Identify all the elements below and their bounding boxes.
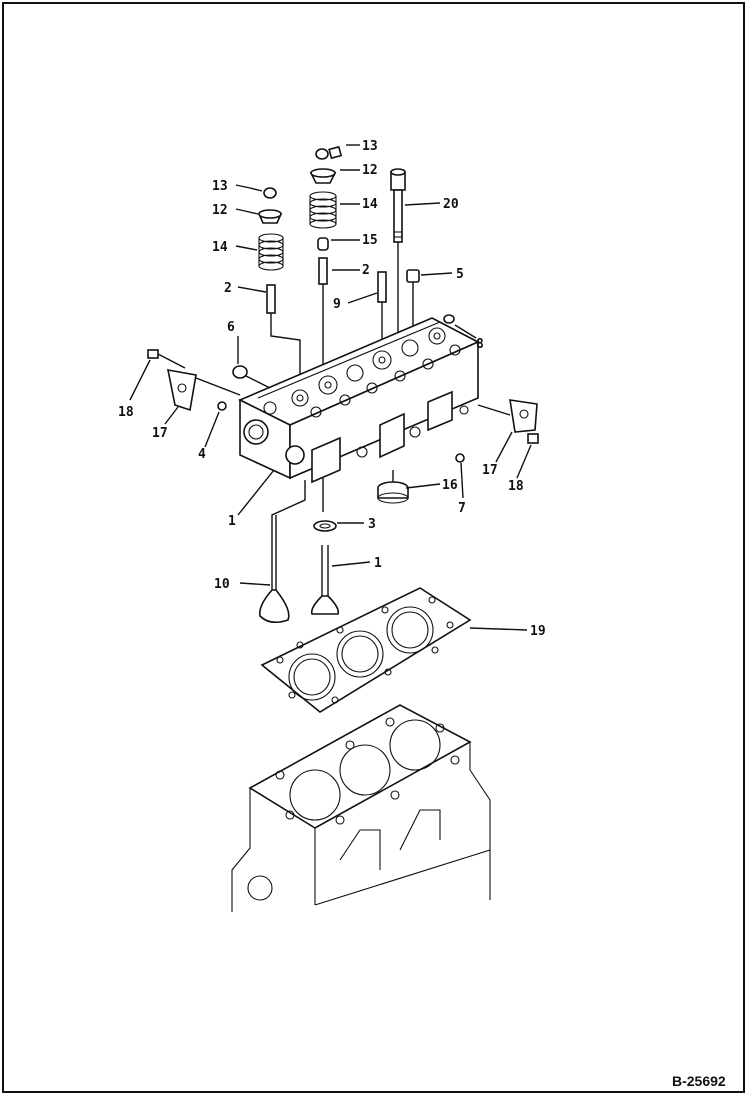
callout-20: 20 bbox=[443, 197, 459, 212]
figure-number: B-25692 bbox=[672, 1073, 726, 1089]
callout-19: 19 bbox=[530, 624, 546, 639]
callout-12: 12 bbox=[212, 203, 228, 218]
thermostat-cap bbox=[377, 470, 409, 504]
callout-1: 1 bbox=[228, 514, 236, 529]
cylinder-head bbox=[238, 317, 480, 512]
valve-stem-seal bbox=[317, 237, 329, 251]
callout-6: 6 bbox=[227, 320, 235, 335]
callout-10: 10 bbox=[214, 577, 230, 592]
callout-1: 1 bbox=[374, 556, 382, 571]
spring-retainer-right bbox=[309, 168, 337, 184]
callout-16: 16 bbox=[442, 478, 458, 493]
dowel-washer bbox=[217, 401, 227, 411]
spring-retainer-left bbox=[257, 209, 283, 224]
callout-14: 14 bbox=[212, 240, 228, 255]
small-plug bbox=[443, 314, 455, 324]
callout-13: 13 bbox=[212, 179, 228, 194]
callout-5: 5 bbox=[456, 267, 464, 282]
callout-9: 9 bbox=[333, 297, 341, 312]
callout-17: 17 bbox=[152, 426, 168, 441]
callout-labels: 13 12 14 15 2 20 13 12 14 2 9 5 6 8 18 1… bbox=[118, 139, 546, 639]
callout-2: 2 bbox=[224, 281, 232, 296]
callout-13: 13 bbox=[362, 139, 378, 154]
callout-15: 15 bbox=[362, 233, 378, 248]
callout-18: 18 bbox=[118, 405, 134, 420]
push-rod-pin bbox=[377, 271, 387, 345]
valve-spring-left bbox=[258, 233, 284, 271]
callout-7: 7 bbox=[458, 501, 466, 516]
callout-leaders bbox=[129, 144, 532, 631]
bracket-bolt-left bbox=[147, 349, 186, 369]
valve-seat-ring bbox=[313, 520, 337, 532]
sealing-plug bbox=[232, 365, 271, 389]
callout-12: 12 bbox=[362, 163, 378, 178]
callout-4: 4 bbox=[198, 447, 206, 462]
callout-3: 3 bbox=[368, 517, 376, 532]
cylinder-block bbox=[231, 704, 491, 912]
valve-cotter-right bbox=[315, 145, 343, 160]
callout-2: 2 bbox=[362, 263, 370, 278]
valve-spring-right bbox=[309, 191, 337, 229]
bracket-bolt-right bbox=[527, 433, 539, 444]
callout-18: 18 bbox=[508, 479, 524, 494]
head-bolt bbox=[390, 168, 406, 335]
callout-17: 17 bbox=[482, 463, 498, 478]
head-gasket bbox=[260, 587, 472, 713]
valve-cotter-left bbox=[249, 187, 277, 199]
lifting-bracket-left bbox=[166, 369, 241, 412]
exhaust-valve bbox=[310, 545, 340, 615]
intake-valve bbox=[258, 480, 306, 624]
drain-plug bbox=[455, 453, 465, 463]
callout-14: 14 bbox=[362, 197, 378, 212]
valve-guide-left bbox=[266, 284, 301, 403]
lifting-bracket-right bbox=[477, 399, 538, 433]
callout-8: 8 bbox=[476, 337, 484, 352]
